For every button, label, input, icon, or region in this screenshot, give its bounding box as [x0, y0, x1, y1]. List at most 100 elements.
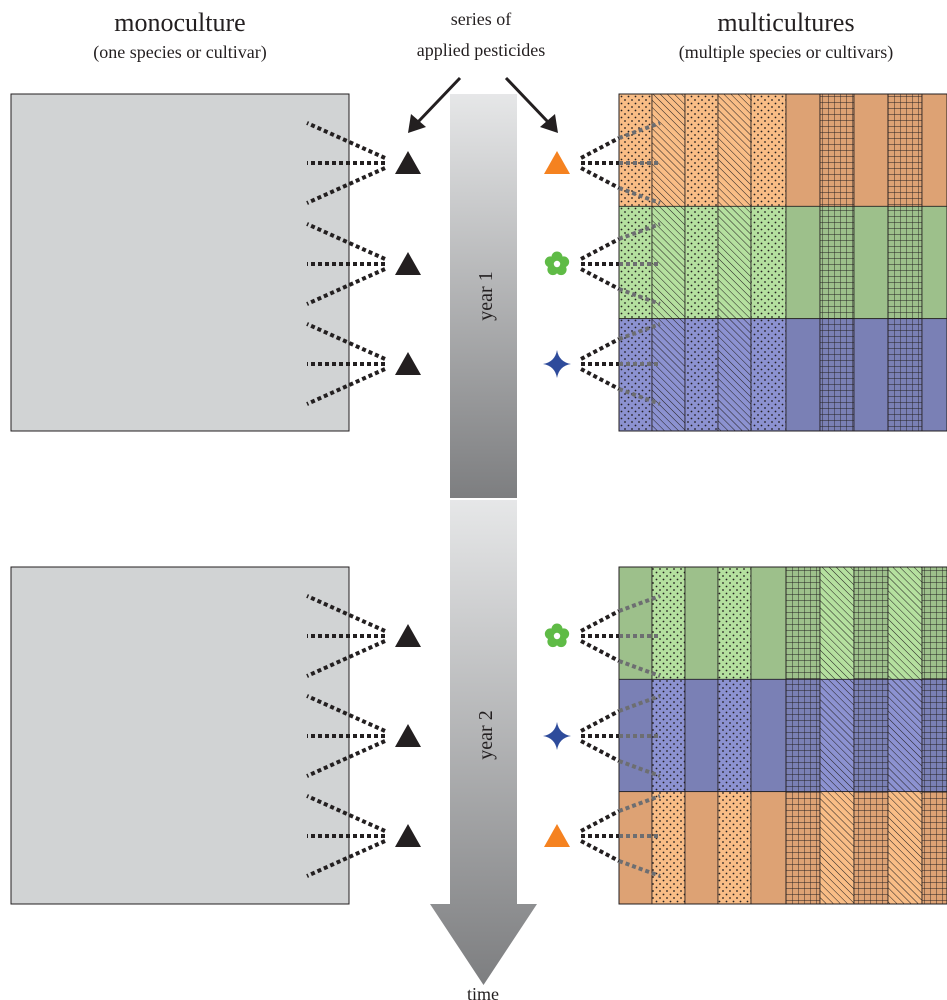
crop-strip-blue: [887, 678, 923, 793]
spray-lines-right: [580, 594, 661, 678]
multicultures-title: multicultures: [717, 8, 854, 37]
multiculture-field-year2: [618, 566, 947, 905]
crop-strip-blue: [853, 678, 889, 793]
crop-strip-orange: [651, 791, 686, 905]
crop-strip-green: [750, 205, 787, 320]
crop-strip-blue: [750, 318, 787, 432]
pointer-arrow-right: [504, 76, 558, 133]
monoculture-field-year1: [10, 93, 350, 432]
crop-strip-green: [785, 566, 821, 680]
crop-strip-green: [819, 566, 855, 680]
crop-strip-blue: [921, 678, 947, 793]
crop-strip-green: [853, 566, 889, 680]
crop-strip-green: [618, 566, 653, 680]
multiculture-field-year1: [618, 93, 947, 432]
triangle-icon: [395, 824, 421, 847]
crop-strip-orange: [819, 791, 855, 905]
spray-lines-right: [580, 222, 661, 306]
spray-lines-left: [306, 222, 386, 306]
crop-strip-orange: [717, 93, 752, 207]
year2-label: year 2: [475, 710, 497, 759]
crop-strip-orange: [651, 93, 686, 207]
crop-strip-green: [921, 566, 947, 680]
crop-strip-orange: [750, 93, 787, 207]
triangle-icon: [395, 352, 421, 375]
spray-lines-left: [306, 121, 386, 205]
crop-strip-blue: [717, 318, 752, 432]
pointer-arrow-left: [408, 76, 462, 133]
crop-strip-orange: [887, 93, 923, 207]
crop-strip-blue: [819, 678, 855, 793]
spray-lines-left: [306, 322, 386, 406]
pesticide-sprays: [306, 121, 661, 878]
crop-strip-green: [887, 205, 923, 320]
pesticides-heading-line1: series of: [451, 9, 511, 29]
monoculture-field-year2: [10, 566, 350, 905]
crop-strip-orange: [785, 93, 821, 207]
monoculture-title: monoculture: [114, 8, 245, 37]
spray-lines-left: [306, 594, 386, 678]
spray-lines-right: [580, 794, 661, 878]
spray-lines-right: [580, 322, 661, 406]
spray-lines-left: [306, 694, 386, 778]
crop-strip-blue: [651, 318, 686, 432]
crop-strip-orange: [853, 791, 889, 905]
crop-strip-green: [717, 205, 752, 320]
crop-strip-green: [651, 566, 686, 680]
crop-strip-green: [684, 205, 719, 320]
crop-strip-blue: [684, 678, 719, 793]
crop-strip-green: [785, 205, 821, 320]
crop-strip-blue: [785, 678, 821, 793]
pesticide-icons: [395, 151, 571, 847]
crop-strip-blue: [750, 678, 787, 793]
crop-strip-orange: [921, 791, 947, 905]
crop-strip-blue: [684, 318, 719, 432]
crop-strip-blue: [785, 318, 821, 432]
crop-strip-orange: [717, 791, 752, 905]
year1-label: year 1: [475, 271, 497, 320]
timeline-year2-arrow: [430, 500, 537, 985]
time-label: time: [467, 984, 499, 1000]
triangle-icon: [544, 151, 570, 174]
crop-strip-orange: [887, 791, 923, 905]
star-icon: [543, 350, 571, 378]
spray-lines-left: [306, 794, 386, 878]
crop-strip-orange: [785, 791, 821, 905]
triangle-icon: [544, 824, 570, 847]
flower-icon: [544, 251, 570, 276]
pesticides-heading-line2: applied pesticides: [417, 40, 545, 60]
crop-strip-green: [887, 566, 923, 680]
crop-strip-orange: [853, 93, 889, 207]
crop-strip-green: [750, 566, 787, 680]
spray-lines-right: [580, 121, 661, 205]
crop-strip-blue: [819, 318, 855, 432]
crop-strip-blue: [853, 318, 889, 432]
crop-strip-orange: [684, 93, 719, 207]
crop-strip-green: [717, 566, 752, 680]
crop-strip-orange: [618, 791, 653, 905]
crop-strip-blue: [618, 318, 653, 432]
monoculture-subtitle: (one species or cultivar): [93, 42, 266, 63]
crop-strip-green: [853, 205, 889, 320]
crop-strip-blue: [921, 318, 947, 432]
flower-icon: [544, 623, 570, 648]
crop-strip-orange: [750, 791, 787, 905]
crop-strip-green: [921, 205, 947, 320]
timeline-year1: [450, 94, 517, 498]
crop-strip-blue: [887, 318, 923, 432]
crop-strip-green: [684, 566, 719, 680]
triangle-icon: [395, 624, 421, 647]
triangle-icon: [395, 724, 421, 747]
crop-strip-orange: [618, 93, 653, 207]
crop-strip-orange: [819, 93, 855, 207]
crop-strip-orange: [684, 791, 719, 905]
crop-strip-orange: [921, 93, 947, 207]
multicultures-subtitle: (multiple species or cultivars): [679, 42, 893, 63]
spray-lines-right: [580, 694, 661, 778]
triangle-icon: [395, 252, 421, 275]
star-icon: [543, 722, 571, 750]
triangle-icon: [395, 151, 421, 174]
crop-strip-blue: [717, 678, 752, 793]
crop-strip-green: [819, 205, 855, 320]
